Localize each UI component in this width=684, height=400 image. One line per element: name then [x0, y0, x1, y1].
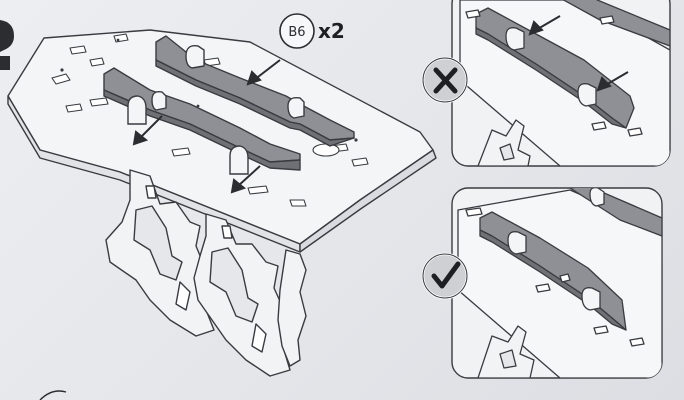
check-icon: [421, 252, 469, 300]
clip-piece-right: [229, 145, 249, 175]
clip-piece-left: [127, 95, 147, 125]
panel-correct: [421, 187, 663, 379]
part-label: B6 x2: [279, 13, 345, 49]
arrow-icon: [528, 15, 629, 92]
quantity-text: x2: [318, 19, 345, 43]
support-frames: [105, 169, 307, 377]
next-step-badge-fragment: [39, 390, 67, 400]
part-code-badge: [279, 13, 315, 49]
panel-wrong: [421, 0, 671, 167]
part-b6-lower: [103, 67, 301, 171]
arrow-icon: [132, 59, 281, 194]
cross-icon: [421, 56, 469, 104]
part-b6-upper: [155, 35, 355, 147]
part-code-text: B6: [288, 25, 305, 40]
step-number-fragment: [0, 20, 14, 70]
